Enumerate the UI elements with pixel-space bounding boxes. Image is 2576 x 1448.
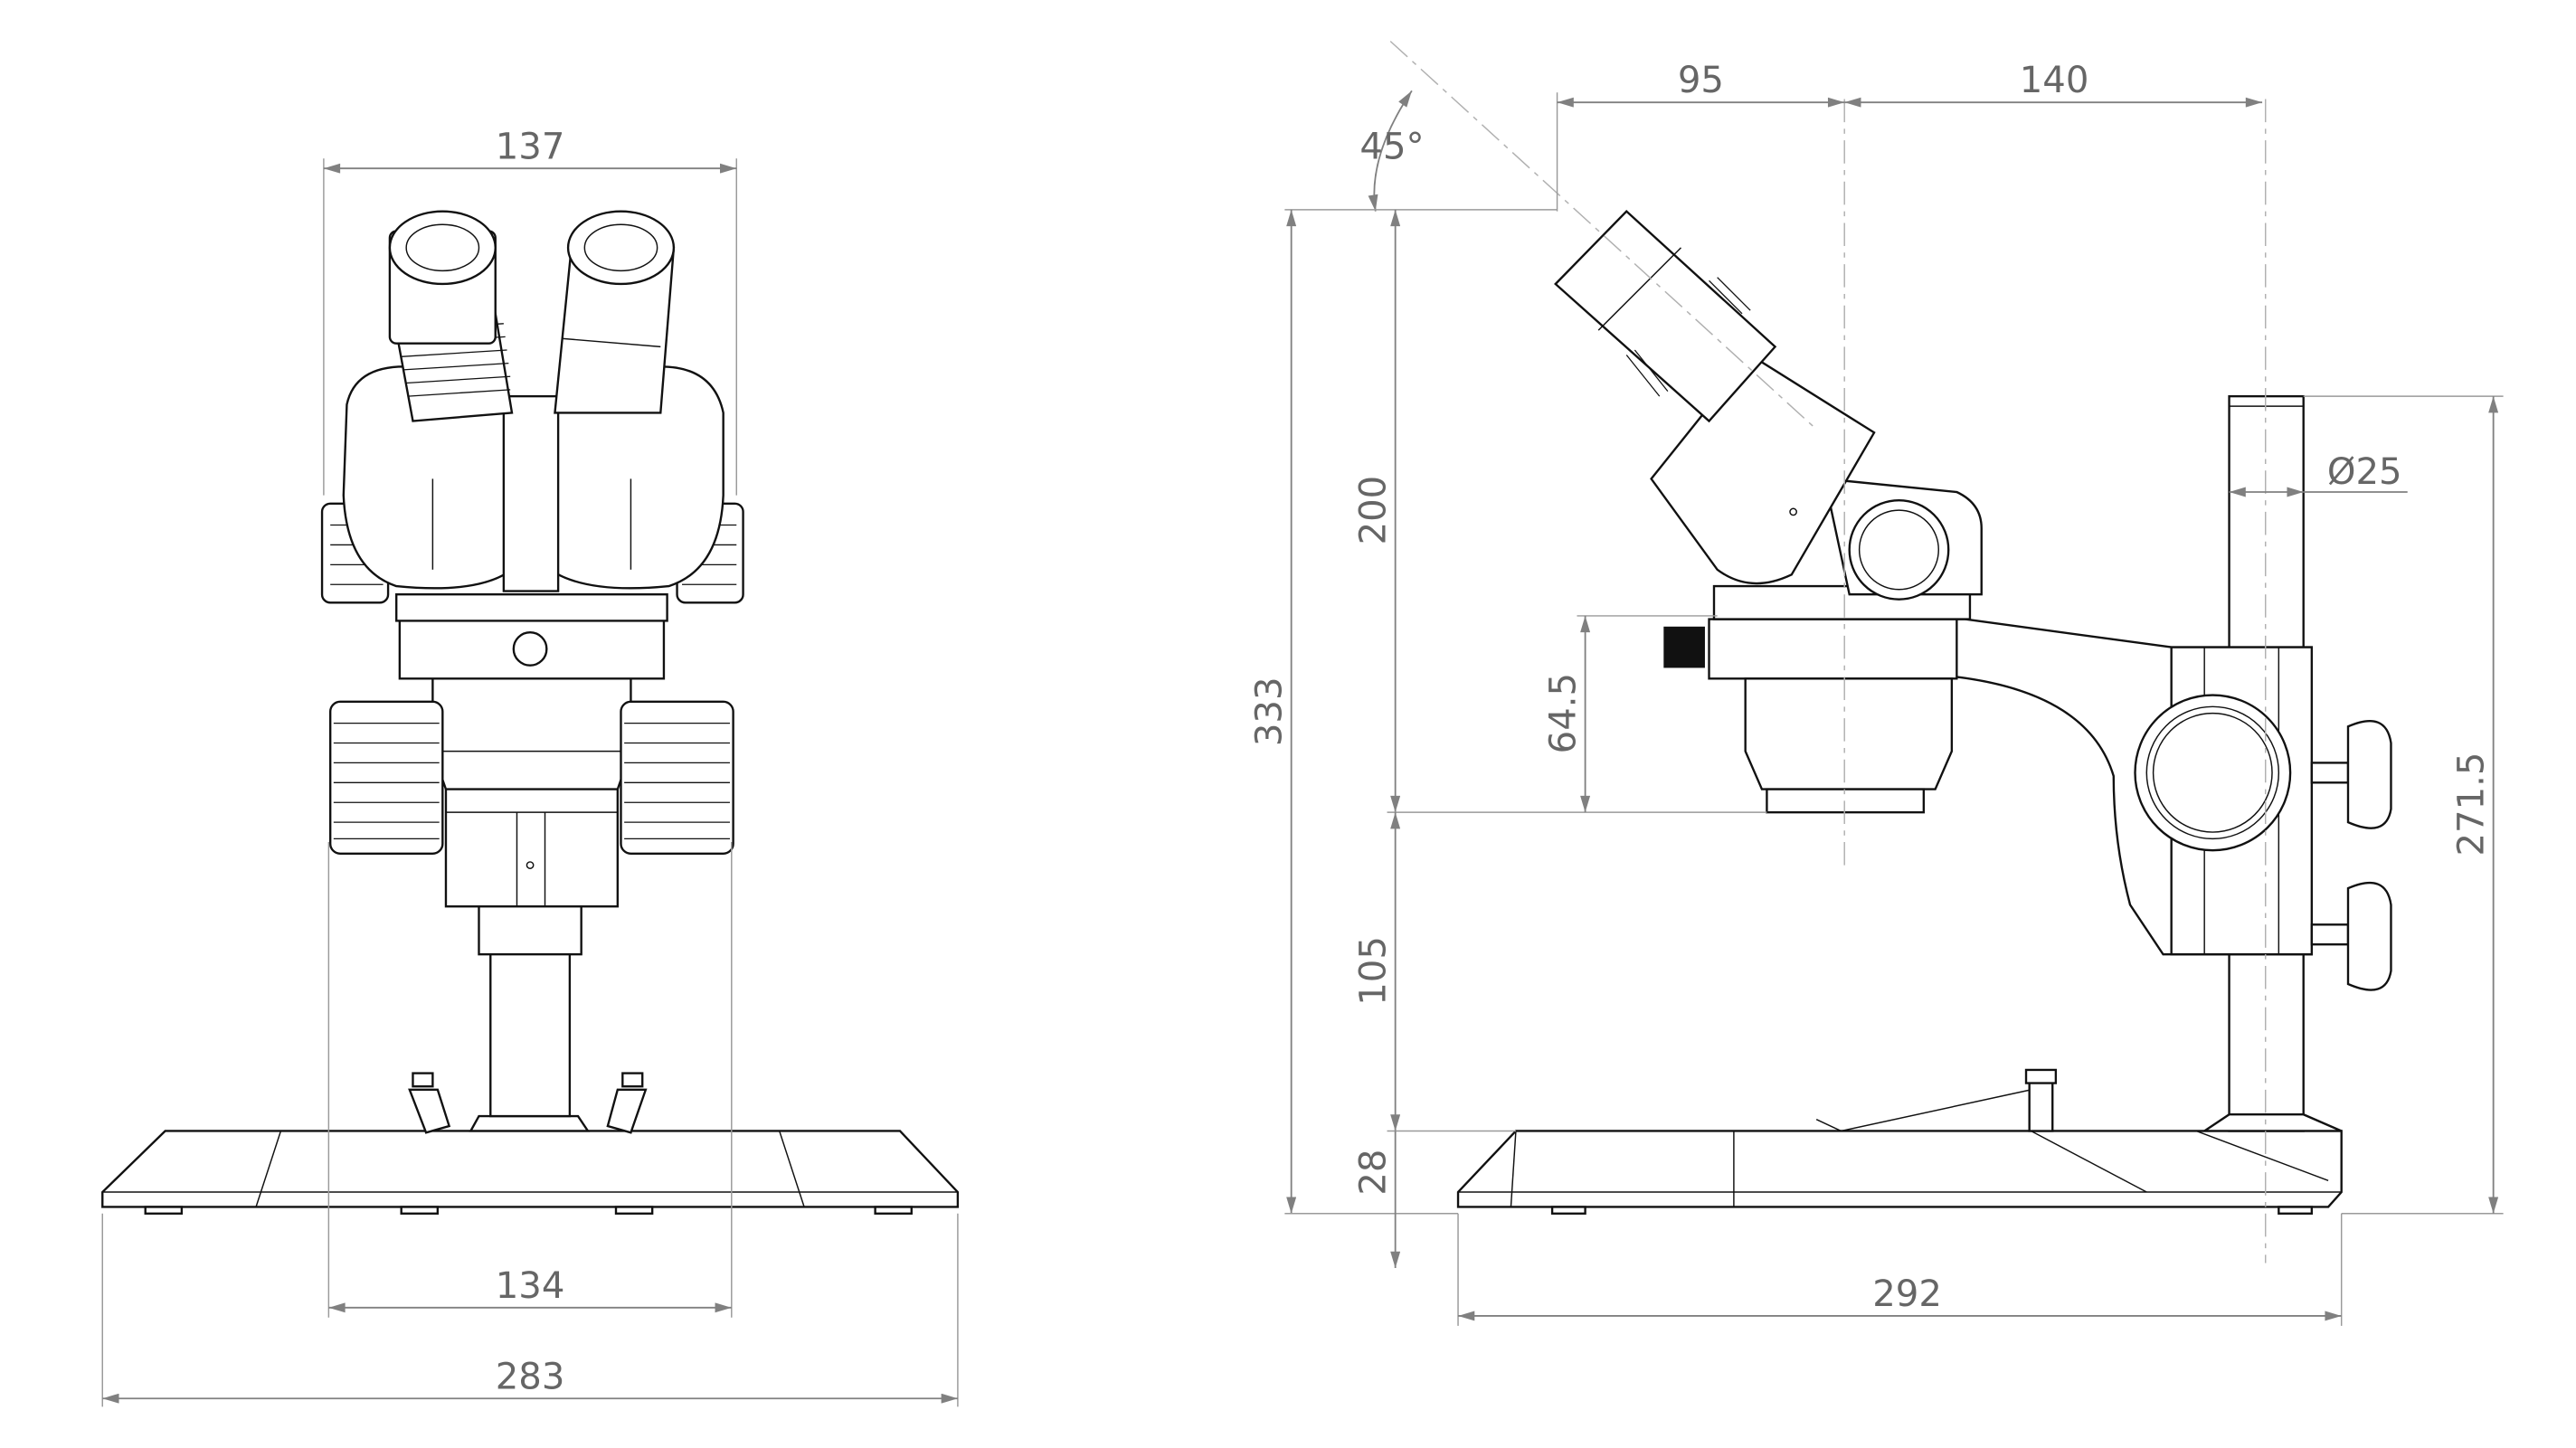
front-base — [101, 1130, 960, 1215]
side-base — [1456, 1068, 2343, 1215]
dim-eyepiece-offset: 95 — [1678, 60, 1724, 101]
focus-knob-right — [620, 700, 734, 855]
stage-clips — [408, 1072, 648, 1134]
dim-pillar-height: 271.5 — [2451, 752, 2493, 856]
eyepiece-right — [554, 210, 676, 414]
side-eyepiece — [1554, 210, 1777, 423]
front-dimensions: 137 134 283 — [101, 126, 959, 1407]
dim-total-height: 333 — [1249, 677, 1291, 746]
dim-working-height: 105 — [1353, 936, 1395, 1006]
focus-knob-left — [328, 700, 444, 855]
dim-pillar-diameter: Ø25 — [2327, 451, 2402, 493]
binocular-head — [342, 365, 724, 592]
dim-base-depth: 292 — [1872, 1273, 1942, 1315]
eyepiece-left — [388, 210, 514, 422]
lock-knobs — [2310, 719, 2392, 991]
side-view: 45° 95 140 333 200 64.5 105 28 292 271.5… — [1249, 41, 2504, 1326]
dim-head-width: 137 — [496, 126, 565, 167]
front-pillar — [469, 904, 591, 1132]
dim-base-width: 283 — [496, 1356, 565, 1397]
side-arm — [1716, 618, 2314, 956]
dim-arm-reach: 140 — [2020, 60, 2089, 101]
dim-head-height: 200 — [1353, 476, 1395, 545]
side-dimensions: 45° 95 140 333 200 64.5 105 28 292 271.5… — [1249, 60, 2504, 1326]
head-ring — [395, 593, 668, 680]
front-view: 137 134 283 — [101, 126, 960, 1407]
dim-knob-span: 134 — [496, 1265, 565, 1307]
focus-block — [431, 676, 632, 908]
dim-eyepiece-angle: 45° — [1359, 126, 1424, 167]
dim-focus-height: 64.5 — [1543, 673, 1585, 753]
side-objective — [1663, 618, 1958, 814]
dim-base-thickness: 28 — [1353, 1150, 1395, 1196]
